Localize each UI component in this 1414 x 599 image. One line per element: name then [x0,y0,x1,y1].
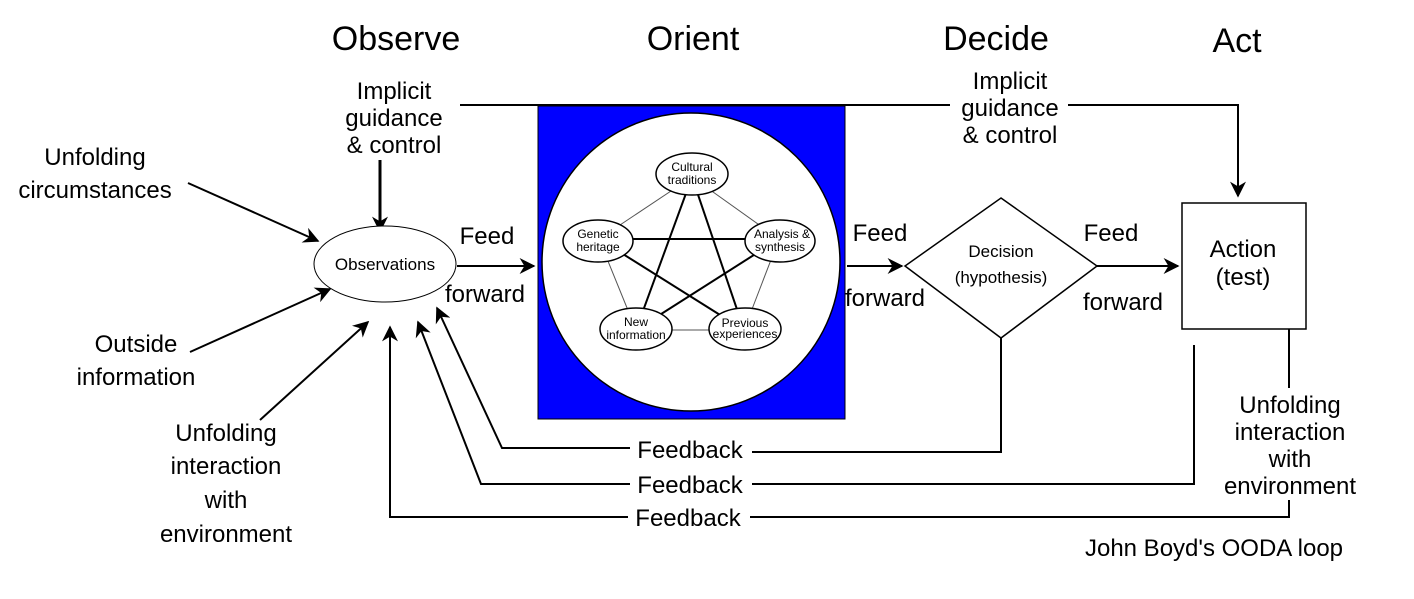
genetic-heritage-line2: heritage [576,240,620,254]
outside-information-line2: information [77,364,196,391]
implicit-guidance-left-line2: guidance [345,105,442,132]
observations-label: Observations [335,255,435,274]
feed-forward-3-feed: Feed [1084,220,1139,247]
previous-experiences-line2: experiences [713,327,778,341]
decision-line1: Decision [968,242,1033,261]
implicit-guidance-left-line3: & control [347,132,442,159]
cultural-traditions-line1: Cultural [671,160,712,174]
decision-line2: (hypothesis) [955,268,1048,287]
phase-act: Act [1212,22,1262,60]
feed-forward-2-feed: Feed [853,220,908,247]
analysis-synthesis-node [744,219,816,263]
unfolding-interaction-left-line4: environment [160,521,292,548]
outside-information-line1: Outside [95,331,178,358]
implicit-guidance-left-line1: Implicit [357,78,432,105]
unfolding-interaction-right-line4: environment [1224,473,1356,500]
action-line1: Action [1210,236,1277,263]
unfolding-interaction-left-arrow [259,320,370,421]
implicit-guidance-right-line2: guidance [961,95,1058,122]
caption: John Boyd's OODA loop [1085,535,1343,562]
phase-observe: Observe [332,20,461,58]
unfolding-interaction-left-line1: Unfolding [175,420,276,447]
unfolding-circumstances-line1: Unfolding [44,144,145,171]
previous-experiences-line1: Previous [722,316,769,330]
implicit-guidance-right-line3: & control [963,122,1058,149]
observations-node [313,225,457,303]
outside-information-arrow [189,287,332,353]
cultural-traditions-node [655,152,729,196]
analysis-synthesis-line2: synthesis [755,240,805,254]
new-information-line2: information [606,328,665,342]
unfolding-interaction-right-line2: interaction [1235,419,1346,446]
phase-orient: Orient [647,20,740,58]
feed-forward-2-forward: forward [845,285,925,312]
implicit-guidance-line [460,104,1238,196]
action-line2: (test) [1216,264,1271,291]
implicit-guidance-right-line1: Implicit [973,68,1048,95]
feedback-1-line [437,308,1002,453]
cultural-traditions-line2: traditions [668,173,717,187]
unfolding-interaction-left-line2: interaction [171,453,282,480]
analysis-synthesis-line1: Analysis & [754,227,810,241]
previous-experiences-node [708,307,782,351]
feedback-2-line [418,322,1195,485]
feedback-2-label: Feedback [637,472,743,499]
genetic-heritage-node [562,219,634,263]
action-node [1181,202,1307,330]
feedback-3-label: Feedback [635,505,741,532]
new-information-line1: New [624,315,648,329]
feedback-1-label: Feedback [637,437,743,464]
new-information-node [599,307,673,351]
unfolding-circumstances-line2: circumstances [18,177,171,204]
feedback-3-line [390,327,1290,518]
unfolding-interaction-left-line3: with [204,487,248,514]
unfolding-interaction-right-line1: Unfolding [1239,392,1340,419]
feed-forward-3-forward: forward [1083,289,1163,316]
phase-decide: Decide [943,20,1049,58]
feed-forward-1-forward: forward [445,281,525,308]
unfolding-interaction-right-line3: with [1268,446,1312,473]
unfolding-circumstances-arrow [187,182,320,243]
feed-forward-1-feed: Feed [460,223,515,250]
genetic-heritage-line1: Genetic [577,227,618,241]
